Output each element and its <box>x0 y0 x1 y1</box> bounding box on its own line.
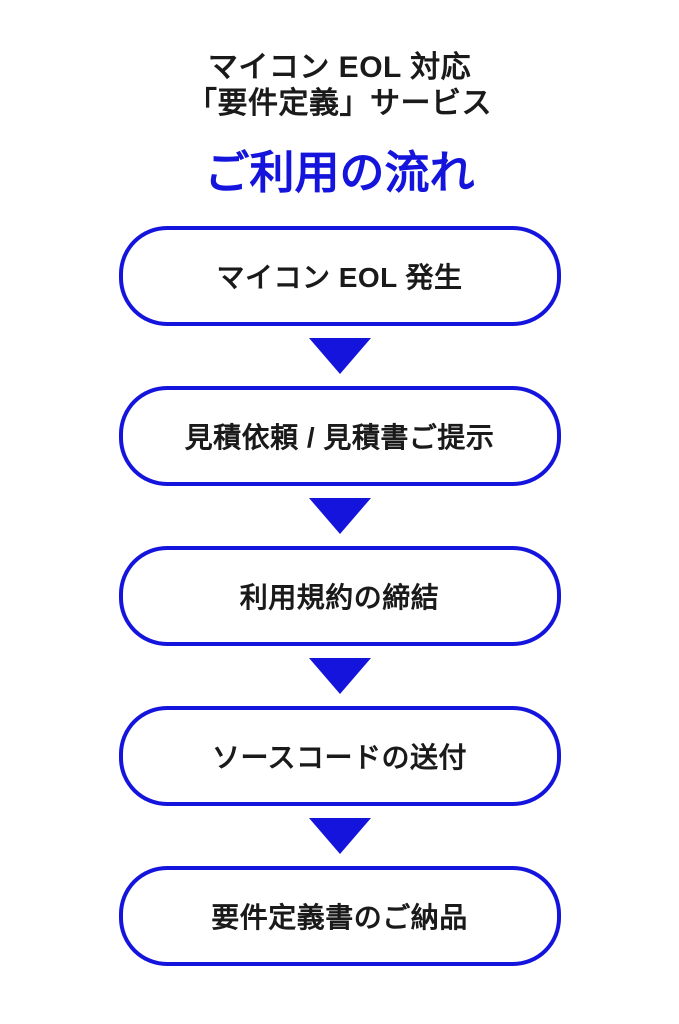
flow-step-deliver-requirements-doc: 要件定義書のご納品 <box>118 866 561 966</box>
flow-step-label: 要件定義書のご納品 <box>211 902 468 933</box>
flow-step-eol-occurs: マイコン EOL 発生 <box>118 226 561 326</box>
page-title-line2: 「要件定義」サービス <box>187 87 492 120</box>
page-title: マイコン EOL 対応 「要件定義」サービス <box>187 50 492 122</box>
down-arrow-icon <box>308 338 371 374</box>
flow-steps: マイコン EOL 発生 見積依頼 / 見積書ご提示 利用規約の締結 ソースコード… <box>118 226 561 966</box>
flow-step-send-source-code: ソースコードの送付 <box>118 706 561 806</box>
down-arrow-icon <box>308 658 371 694</box>
down-arrow-icon <box>308 818 371 854</box>
flow-step-terms-agreement: 利用規約の締結 <box>118 546 561 646</box>
flow-step-label: 見積依頼 / 見積書ご提示 <box>184 422 495 453</box>
down-arrow-icon <box>308 498 371 534</box>
flow-step-label: 利用規約の締結 <box>239 582 440 613</box>
flow-step-quote-request: 見積依頼 / 見積書ご提示 <box>118 386 561 486</box>
flow-step-label: マイコン EOL 発生 <box>216 262 463 293</box>
page-subtitle: ご利用の流れ <box>204 147 475 198</box>
flow-step-label: ソースコードの送付 <box>211 742 468 773</box>
page-title-line1: マイコン EOL 対応 <box>207 51 472 84</box>
